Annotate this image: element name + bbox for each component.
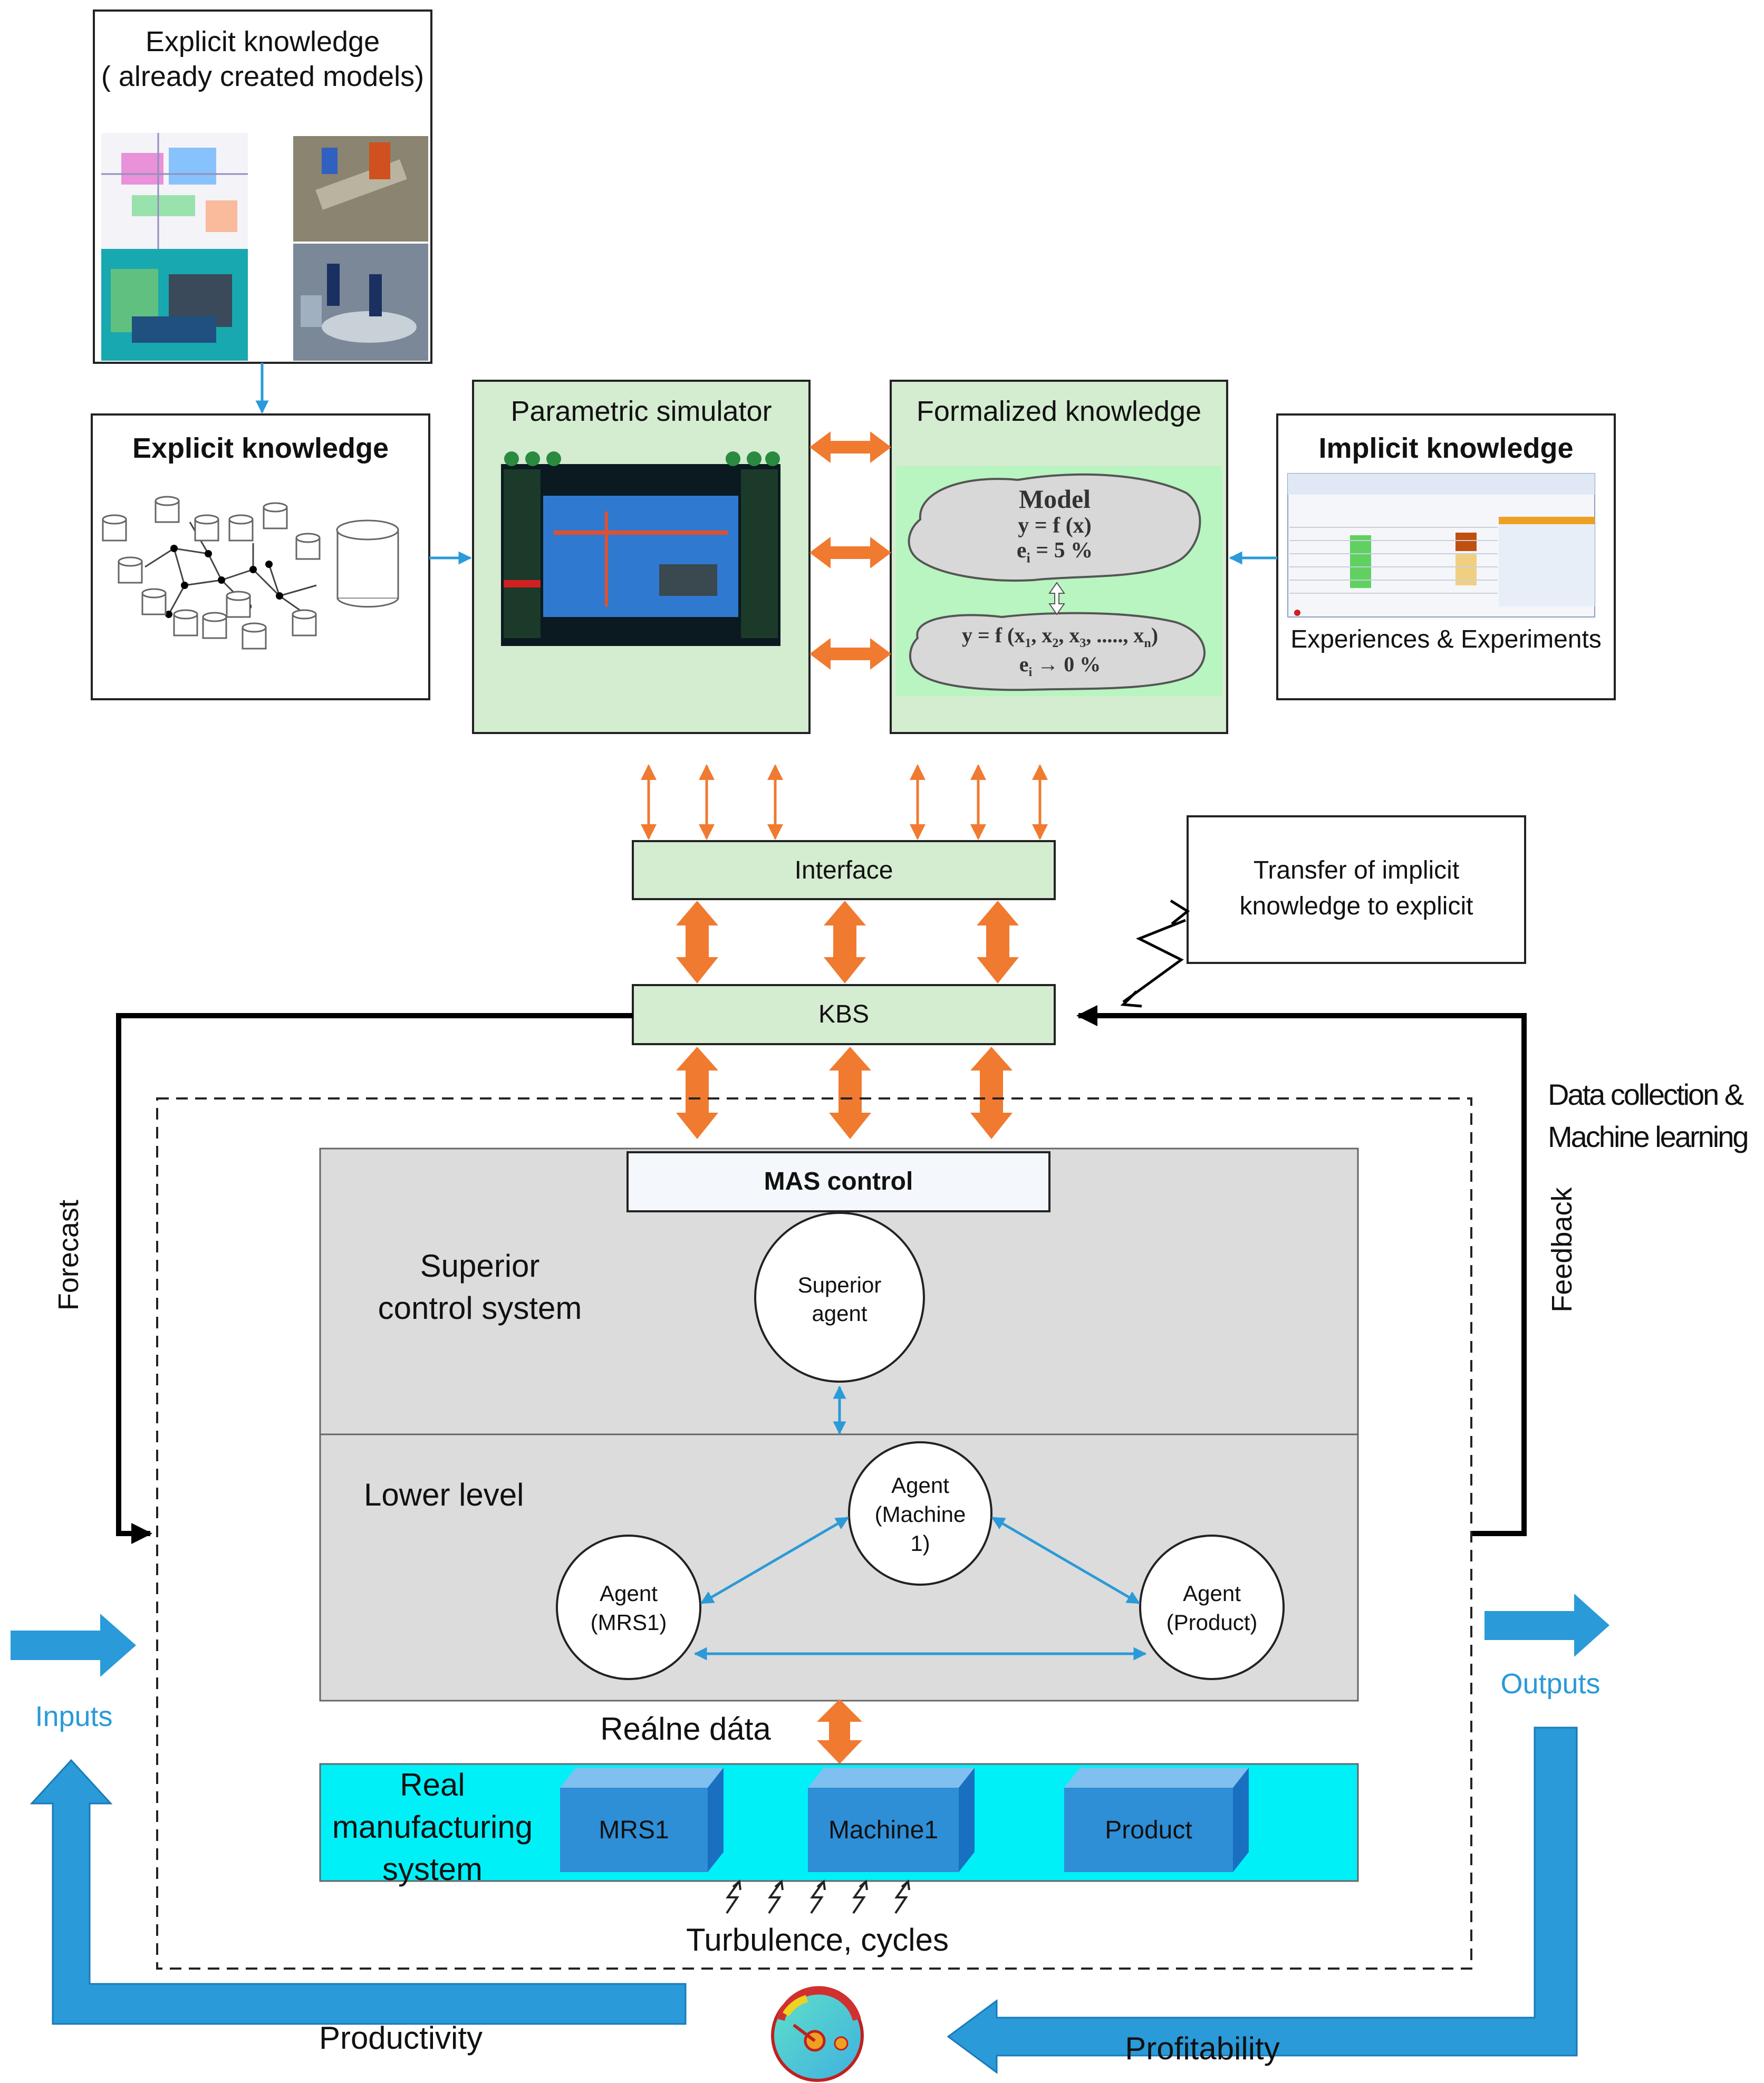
sim-formal-arrows	[809, 431, 891, 670]
conveyor-render-image	[293, 136, 428, 242]
superior-agent-line-2: agent	[812, 1301, 867, 1326]
formalized-knowledge-title: Formalized knowledge	[916, 396, 1202, 427]
software-screenshot	[1287, 473, 1595, 618]
inputs-label: Inputs	[35, 1701, 113, 1732]
model-cloud-text: Model y = f (x) ei = 5 %	[960, 484, 1150, 566]
general-equation: y = f (x1, x2, x3, ....., xn)	[961, 623, 1159, 650]
transfer-line-1: Transfer of implicit	[1253, 856, 1460, 884]
superior-control-line-2: control system	[378, 1290, 582, 1326]
feedback-label: Feedback	[1546, 1187, 1578, 1313]
explicit-knowledge-title: Explicit knowledge	[132, 432, 389, 464]
system-boundary	[156, 1097, 1472, 1970]
product-block-label: Product	[1105, 1816, 1192, 1844]
agent-mrs-line-1: Agent	[600, 1581, 658, 1606]
agent-mrs-line-2: (MRS1)	[590, 1610, 667, 1635]
superior-control-line-1: Superior	[420, 1248, 540, 1284]
agent-links	[693, 1516, 1147, 1661]
model-double-arrow	[1048, 582, 1065, 615]
agent-mrs-circle	[556, 1535, 701, 1680]
model-title: Model	[1018, 484, 1091, 514]
outputs-arrow	[1485, 1594, 1609, 1657]
agent-product-line-1: Agent	[1183, 1581, 1241, 1606]
product-block	[1064, 1768, 1249, 1872]
turbulence-bolts	[726, 1879, 910, 1914]
agent-machine-line-1: Agent	[891, 1473, 949, 1498]
transfer-box	[1187, 815, 1526, 964]
kbs-box	[632, 984, 1056, 1045]
agent-machine-line-3: 1)	[910, 1531, 930, 1556]
machines-render-image	[101, 249, 248, 361]
realne-data-label: Reálne dáta	[600, 1711, 771, 1747]
mrs1-block-label: MRS1	[599, 1816, 669, 1844]
simulator-screenshot	[501, 451, 780, 646]
real-system-line-3: system	[382, 1851, 483, 1887]
mrs1-block	[560, 1768, 724, 1872]
lower-level-label: Lower level	[364, 1477, 524, 1512]
productivity-label: Productivity	[319, 2020, 483, 2056]
interface-kbs-arrows	[676, 901, 1019, 983]
superior-agent-line-1: Superior	[797, 1272, 882, 1297]
turbulence-label: Turbulence, cycles	[686, 1922, 949, 1957]
agent-machine-line-2: (Machine	[874, 1502, 966, 1527]
mas-control-label: MAS control	[764, 1168, 913, 1195]
interface-label: Interface	[794, 856, 893, 884]
kbs-mas-arrows	[676, 1047, 1013, 1139]
machine1-block-label: Machine1	[828, 1816, 939, 1844]
mas-control-box	[626, 1151, 1050, 1212]
transfer-line-2: knowledge to explicit	[1239, 892, 1473, 920]
productivity-loop	[30, 1759, 687, 2025]
workers-render-image	[293, 244, 428, 361]
superior-agent-circle	[754, 1212, 925, 1383]
feedback-line	[1076, 1005, 1527, 1536]
real-data-arrow	[817, 1699, 862, 1764]
gauge-icon	[771, 1986, 864, 2082]
forecast-label: Forecast	[52, 1200, 84, 1311]
lightning-link	[1120, 899, 1190, 1008]
real-system-line-2: manufacturing	[332, 1809, 533, 1845]
agent-product-circle	[1139, 1535, 1285, 1680]
profitability-loop	[947, 1727, 1578, 2074]
profitability-label: Profitability	[1125, 2031, 1280, 2066]
data-collection-line-1: Data collection &	[1548, 1078, 1744, 1111]
real-system-line-1: Real	[400, 1767, 465, 1802]
general-cloud-text: y = f (x1, x2, x3, ....., xn) ei → 0 %	[918, 622, 1202, 680]
machine1-block	[808, 1768, 975, 1872]
model-cloud	[908, 473, 1201, 582]
general-cloud	[909, 612, 1206, 691]
forecast-line	[116, 1013, 633, 1544]
general-error: ei → 0 %	[1019, 652, 1101, 679]
parametric-simulator-title: Parametric simulator	[510, 396, 772, 427]
to-interface-arrows	[641, 764, 1048, 840]
implicit-knowledge-title: Implicit knowledge	[1318, 432, 1574, 464]
model-error: ei = 5 %	[1016, 538, 1093, 566]
interface-box	[632, 840, 1056, 900]
agent-machine-circle	[848, 1441, 992, 1586]
explicit-models-title-2: ( already created models)	[101, 61, 425, 92]
agent-product-line-2: (Product)	[1166, 1610, 1258, 1635]
explicit-models-title-1: Explicit knowledge	[145, 26, 380, 57]
outputs-label: Outputs	[1500, 1668, 1601, 1700]
kbs-label: KBS	[818, 1000, 870, 1028]
database-network-icon	[102, 496, 399, 650]
inputs-arrow	[11, 1614, 136, 1677]
model-equation: y = f (x)	[1018, 514, 1092, 538]
data-collection-line-2: Machine learning	[1548, 1120, 1749, 1153]
layout-render-image	[101, 133, 248, 249]
implicit-knowledge-caption: Experiences & Experiments	[1290, 625, 1602, 653]
